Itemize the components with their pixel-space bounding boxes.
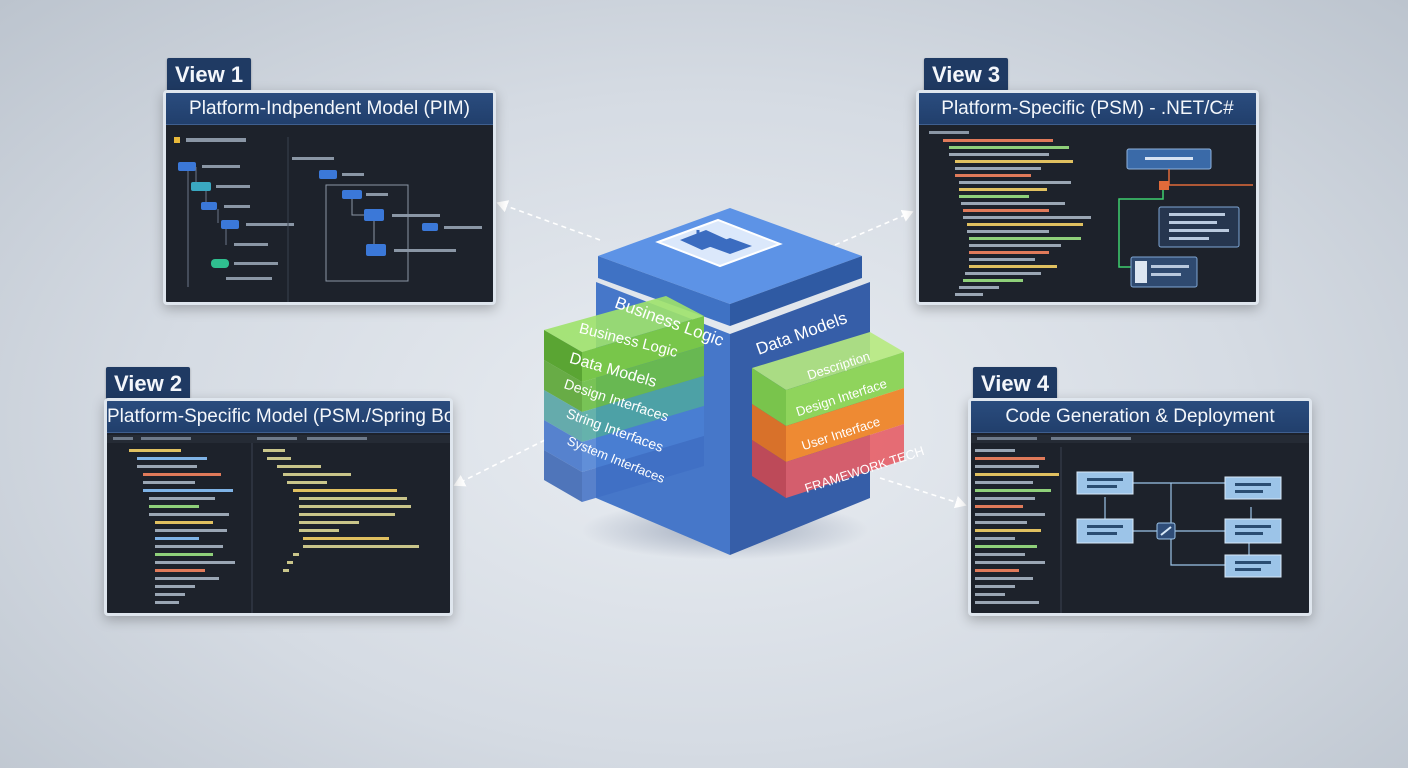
view3-code-diagram — [919, 127, 1256, 302]
view3-panel: Platform-Specific (PSM) - .NET/C# — [916, 90, 1259, 305]
arrow-to-view2 — [453, 439, 546, 487]
view3-tag: View 3 — [924, 58, 1009, 91]
view1-title: Platform-Indpendent Model (PIM) — [166, 93, 493, 125]
cube-body — [544, 208, 904, 555]
view2-panel: Platform-Specific Model (PSM./Spring Boo… — [104, 398, 453, 616]
arrow-to-view1 — [496, 200, 601, 241]
arrow-to-view4 — [879, 477, 967, 509]
view1-diagram — [166, 127, 493, 302]
arrow-to-view3 — [834, 209, 914, 246]
spring-code-editor — [107, 435, 450, 613]
view2-tag: View 2 — [106, 367, 191, 400]
deployment-flow — [971, 435, 1309, 613]
view4-title: Code Generation & Deployment — [971, 401, 1309, 433]
central-cube: Business Logic Data Models Business Logi… — [540, 200, 926, 570]
dotnet-code-editor — [929, 131, 1253, 296]
pim-tree-diagram — [174, 137, 482, 302]
view4-deploy — [971, 435, 1309, 613]
view4-panel: Code Generation & Deployment — [968, 398, 1312, 616]
view1-panel: Platform-Indpendent Model (PIM) — [163, 90, 496, 305]
view3-title: Platform-Specific (PSM) - .NET/C# — [919, 93, 1256, 125]
view1-tag: View 1 — [167, 58, 252, 91]
view2-code — [107, 435, 450, 613]
view4-tag: View 4 — [973, 367, 1058, 400]
view2-title: Platform-Specific Model (PSM./Spring Boo… — [107, 401, 450, 433]
grid-blocks-icon — [655, 218, 783, 268]
